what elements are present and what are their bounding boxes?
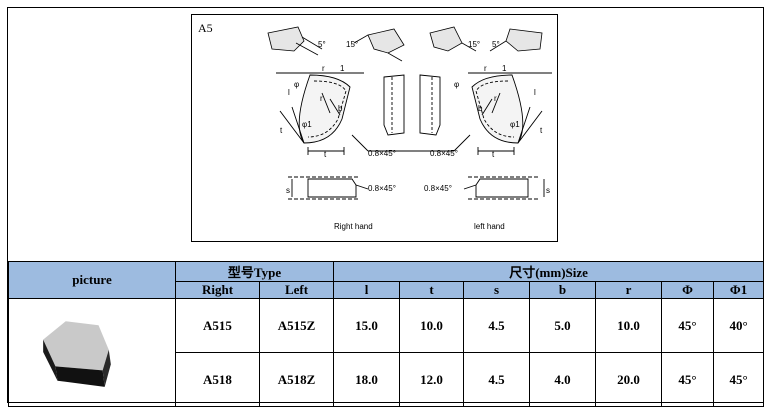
t-label-left: t (492, 150, 495, 159)
drawing-area: A5 5° 15° 15° (8, 8, 763, 262)
r-value-right: 1 (340, 64, 345, 73)
cell-phi: 45° (661, 298, 715, 353)
l-label-left: l (534, 88, 536, 97)
cell-right: A518 (175, 352, 260, 407)
angle-15-right: 15° (468, 40, 480, 49)
top-detail-left-1 (267, 26, 323, 56)
left-hand-thickness-view (463, 176, 545, 200)
chamfer-right-1: 0.8×45° (368, 149, 396, 158)
r-label-left: r (484, 64, 487, 73)
r-small-left: r (494, 94, 497, 103)
col-t: t (399, 281, 465, 299)
t-label-left-side: t (540, 126, 543, 135)
cell-s: 4.5 (463, 352, 531, 407)
right-hand-side-view (383, 74, 405, 136)
col-s: s (463, 281, 531, 299)
cell-r: 10.0 (595, 298, 663, 353)
chamfer-right-2: 0.8×45° (368, 184, 396, 193)
col-left: Left (258, 281, 335, 299)
header-picture: picture (8, 261, 176, 299)
cell-r: 20.0 (595, 352, 663, 407)
phi-label-right: φ (294, 80, 299, 89)
table-row: A518 A518Z 18.0 12.0 4.5 4.0 20.0 45° 45… (9, 352, 765, 407)
cell-phi: 45° (661, 352, 715, 407)
cell-l: 15.0 (333, 298, 401, 353)
b-label-left: b (478, 104, 483, 113)
picture-cell (8, 298, 176, 407)
t-label-right-side: t (280, 126, 283, 135)
cell-l: 18.0 (333, 352, 401, 407)
t-label-right: t (324, 150, 327, 159)
s-label-left: s (546, 186, 550, 195)
chamfer-left-2: 0.8×45° (424, 184, 452, 193)
cell-t: 12.0 (399, 352, 465, 407)
chamfer-left-1: 0.8×45° (430, 149, 458, 158)
left-hand-side-view (419, 74, 441, 136)
header-size: 尺寸(mm)Size (333, 261, 765, 282)
left-hand-caption: left hand (474, 222, 505, 231)
right-hand-caption: Right hand (334, 222, 373, 231)
r-value-left: 1 (502, 64, 507, 73)
l-label-right: l (288, 88, 290, 97)
right-hand-thickness-view (288, 176, 369, 200)
cell-phi1: 40° (713, 298, 765, 353)
cell-t: 10.0 (399, 298, 465, 353)
angle-15-left: 15° (346, 40, 358, 49)
s-label-right: s (286, 186, 290, 195)
product-sheet: A5 5° 15° 15° (7, 7, 765, 407)
left-hand-plan-view (404, 72, 552, 155)
header-size-cjk: 尺寸 (509, 266, 536, 281)
phi1-label-right: φ1 (302, 120, 312, 129)
angle-5-left: 5° (318, 40, 326, 49)
cell-left: A515Z (258, 298, 335, 353)
r-label-right: r (322, 64, 325, 73)
header-type: 型号Type (174, 261, 335, 282)
col-phi1: Φ1 (713, 281, 765, 299)
col-l: l (333, 281, 401, 299)
col-b: b (529, 281, 597, 299)
spec-table: picture 型号Type 尺寸(mm)Size Right Left l t… (8, 261, 765, 407)
technical-drawing: A5 5° 15° 15° (191, 14, 558, 242)
model-label: A5 (198, 21, 213, 35)
b-label-right: b (338, 104, 343, 113)
angle-5-right: 5° (492, 40, 500, 49)
table-row: A515 A515Z 15.0 10.0 4.5 5.0 10.0 45° 40… (8, 298, 765, 407)
col-r: r (595, 281, 663, 299)
header-type-cjk: 型号 (227, 266, 254, 281)
col-phi: Φ (661, 281, 715, 299)
cell-phi1: 45° (713, 352, 765, 407)
header-row-1: picture 型号Type 尺寸(mm)Size (8, 261, 765, 299)
insert-3d-image (43, 321, 111, 387)
cell-left: A518Z (258, 352, 335, 407)
right-hand-plan-view (276, 72, 418, 155)
cell-s: 4.5 (463, 298, 531, 353)
top-detail-left-2 (353, 28, 405, 62)
phi-label-left: φ (454, 80, 459, 89)
header-size-en: (mm)Size (535, 265, 588, 280)
top-detail-right-2 (489, 28, 543, 52)
top-detail-right-1 (429, 26, 477, 52)
header-type-en: Type (253, 265, 282, 280)
phi1-label-left: φ1 (510, 120, 520, 129)
cell-b: 4.0 (529, 352, 597, 407)
r-small-right: r (320, 94, 323, 103)
col-right: Right (175, 281, 260, 299)
cell-right: A515 (175, 298, 260, 353)
cell-b: 5.0 (529, 298, 597, 353)
